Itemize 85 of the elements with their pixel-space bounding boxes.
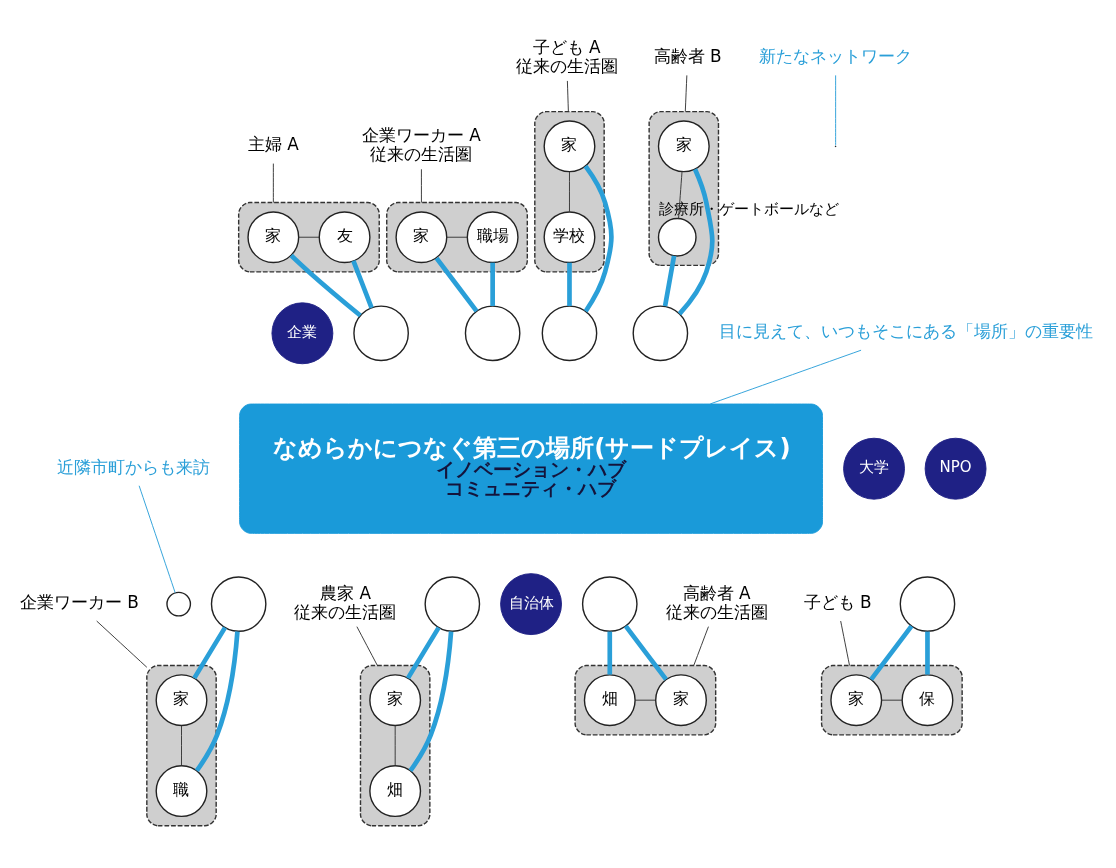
connector [840,620,850,666]
connector [289,253,362,317]
connector [678,170,683,219]
node-circle [464,304,521,361]
connector [677,167,715,315]
node-circle: 学校 [543,210,596,263]
node-label: 診療所・ゲートボールなど [659,199,840,218]
cluster [534,110,605,273]
node-circle [581,575,638,632]
node-circle [166,591,192,617]
connector [662,254,677,307]
connector [569,170,570,212]
node-text: 主婦 A [247,133,299,154]
connector [192,625,227,679]
node-circle [541,304,598,361]
node-circle [424,575,481,632]
node-circle: 家 [155,673,208,726]
node-circle [899,575,956,632]
node-circle: 職場 [466,210,519,263]
node-circle: 家 [369,673,422,726]
connector [272,162,274,203]
connector [181,724,182,766]
node-text: 目に見えて、いつもそこにある「場所」の重要性 [718,320,1093,341]
connector [925,631,930,675]
cluster [648,110,720,266]
connector [693,625,709,666]
connector [96,620,148,668]
cluster [386,201,528,273]
node-circle [632,304,689,361]
cluster [237,201,380,273]
connector [356,625,378,666]
connector [446,236,468,238]
node-circle: NPO [924,437,987,500]
connector [835,74,837,146]
connector [351,259,374,309]
node-text: 高齢者 A 従来の生活圏 [665,582,768,622]
connector [408,630,454,772]
connector [394,724,396,766]
node-circle: 家 [543,119,596,172]
node-box: なめらかにつなぐ第三の場所(サードプレイス) イノベーション・ハブ コミュニティ・ハブ [239,403,823,534]
cluster [146,664,217,826]
connector [490,262,495,306]
node-circle [210,575,267,632]
node-text: 企業ワーカー A 従来の生活圏 [361,124,481,164]
node-text: 子ども B [803,591,872,612]
connector [434,256,479,312]
node-circle: 家 [830,673,883,726]
connector [634,699,656,701]
node-text: 農家 A 従来の生活圏 [294,582,397,622]
connector [623,624,668,681]
connector [298,236,320,238]
node-circle [657,217,697,257]
connector [684,74,688,112]
node-circle: 家 [655,673,707,726]
connector [567,262,572,306]
connector [405,625,441,679]
node-text: 高齢者 B [653,45,722,66]
node-circle: 家 [395,210,448,263]
node-circle: 畑 [369,764,422,817]
connector [566,79,569,112]
cluster [359,664,431,826]
node-text: 子ども A 従来の生活圏 [515,36,618,76]
node-circle: 保 [901,673,954,726]
node-circle: 自治体 [500,572,562,635]
connector [881,699,903,701]
connector [869,624,914,681]
connector [194,630,240,772]
node-text: 企業ワーカー B [19,591,139,612]
connector [607,631,613,675]
node-circle: 家 [657,119,710,172]
cluster [574,664,717,736]
node-circle [353,304,409,361]
node-circle: 職 [155,764,208,817]
connector [138,484,176,593]
connector [583,164,614,313]
node-text: 近隣市町からも来訪 [57,456,211,477]
node-text: 新たなネットワーク [759,45,913,66]
cluster [820,664,963,736]
node-circle: 大学 [843,437,905,500]
node-circle: 企業 [271,301,334,364]
connector [420,168,422,203]
node-circle: 友 [318,210,371,263]
connector [709,349,862,404]
node-circle: 家 [247,210,300,263]
node-circle: 畑 [583,673,636,726]
